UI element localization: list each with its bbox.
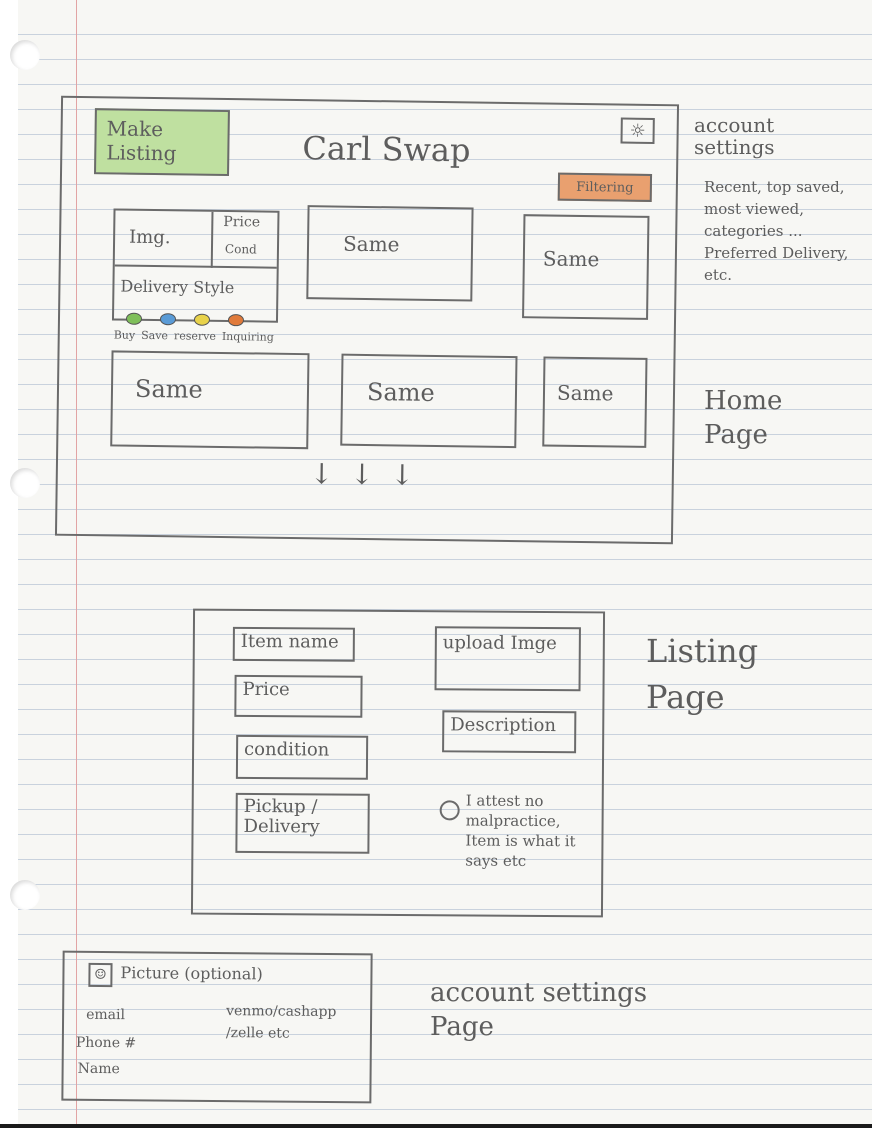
- card-same-label: Same: [542, 246, 600, 272]
- picture-optional-label: Picture (optional): [120, 963, 263, 984]
- card-delivery-label: Delivery Style: [120, 276, 235, 298]
- phone-field[interactable]: Phone #: [75, 1034, 137, 1052]
- listing-card[interactable]: Same: [340, 353, 518, 449]
- reserve-dot[interactable]: [193, 313, 211, 326]
- price-field[interactable]: Price: [234, 674, 363, 718]
- email-field[interactable]: email: [86, 1006, 126, 1024]
- scroll-down-arrows: ↓ ↓ ↓: [309, 457, 419, 492]
- annotation-filter-options: Recent, top saved, most viewed, categori…: [704, 178, 849, 284]
- attest-radio[interactable]: [439, 800, 460, 821]
- card-same-label: Same: [134, 374, 203, 404]
- card-action-labels: Buy Save reserve Inquiring: [114, 328, 274, 343]
- reserve-label: reserve: [173, 329, 216, 343]
- listing-card[interactable]: Same: [306, 205, 474, 302]
- payment-field[interactable]: venmo/cashapp /zelle etc: [225, 1003, 337, 1042]
- upload-image-button[interactable]: upload Imge: [434, 626, 581, 692]
- pickup-delivery-field[interactable]: Pickup / Delivery: [235, 792, 370, 854]
- notebook-paper: [18, 0, 872, 1124]
- home-page-wireframe: Make Listing Carl Swap ☼ Filtering Img. …: [54, 95, 680, 545]
- save-dot[interactable]: [159, 313, 177, 326]
- make-listing-label: Make Listing: [106, 116, 177, 166]
- card-price-label: Price: [223, 213, 261, 231]
- annotation-account-settings: account settings: [694, 113, 775, 159]
- account-settings-wireframe: ☺ Picture (optional) email Phone # Name …: [61, 950, 373, 1104]
- card-same-label: Same: [366, 378, 435, 407]
- account-settings-page-label: account settings Page: [430, 978, 648, 1042]
- card-same-label: Same: [342, 231, 400, 257]
- item-name-field[interactable]: Item name: [232, 626, 355, 662]
- listing-page-wireframe: Item name Price condition Pickup / Deliv…: [190, 608, 606, 918]
- inquire-dot[interactable]: [227, 314, 245, 327]
- description-field[interactable]: Description: [442, 710, 577, 754]
- save-label: Save: [141, 328, 169, 343]
- binder-hole: [10, 40, 40, 70]
- buy-dot[interactable]: [125, 312, 143, 325]
- condition-field[interactable]: condition: [235, 734, 369, 780]
- attest-label: I attest no malpractice, Item is what it…: [465, 791, 576, 870]
- app-title: Carl Swap: [302, 129, 471, 170]
- home-page-label: Home Page: [704, 386, 783, 450]
- buy-label: Buy: [113, 328, 136, 342]
- avatar-icon[interactable]: ☺: [88, 962, 113, 988]
- inquire-label: Inquiring: [221, 329, 274, 344]
- card-cond-label: Cond: [224, 242, 257, 257]
- card-action-row: [125, 312, 245, 327]
- listing-card[interactable]: Same: [542, 356, 648, 448]
- listing-card[interactable]: Img. Price Cond Delivery Style: [111, 208, 280, 323]
- listing-page-label: Listing Page: [646, 632, 759, 716]
- filter-button[interactable]: Filtering: [557, 172, 653, 202]
- page-edge: [0, 1124, 872, 1128]
- listing-card[interactable]: Same: [110, 350, 310, 450]
- card-img-label: Img.: [128, 226, 171, 249]
- binder-hole: [10, 880, 40, 910]
- margin-line: [76, 0, 77, 1124]
- listing-card[interactable]: Same: [522, 214, 650, 320]
- name-field[interactable]: Name: [77, 1060, 120, 1078]
- make-listing-button[interactable]: Make Listing: [94, 108, 230, 177]
- card-same-label: Same: [556, 380, 614, 406]
- gear-icon[interactable]: ☼: [620, 117, 655, 144]
- binder-hole: [10, 468, 40, 498]
